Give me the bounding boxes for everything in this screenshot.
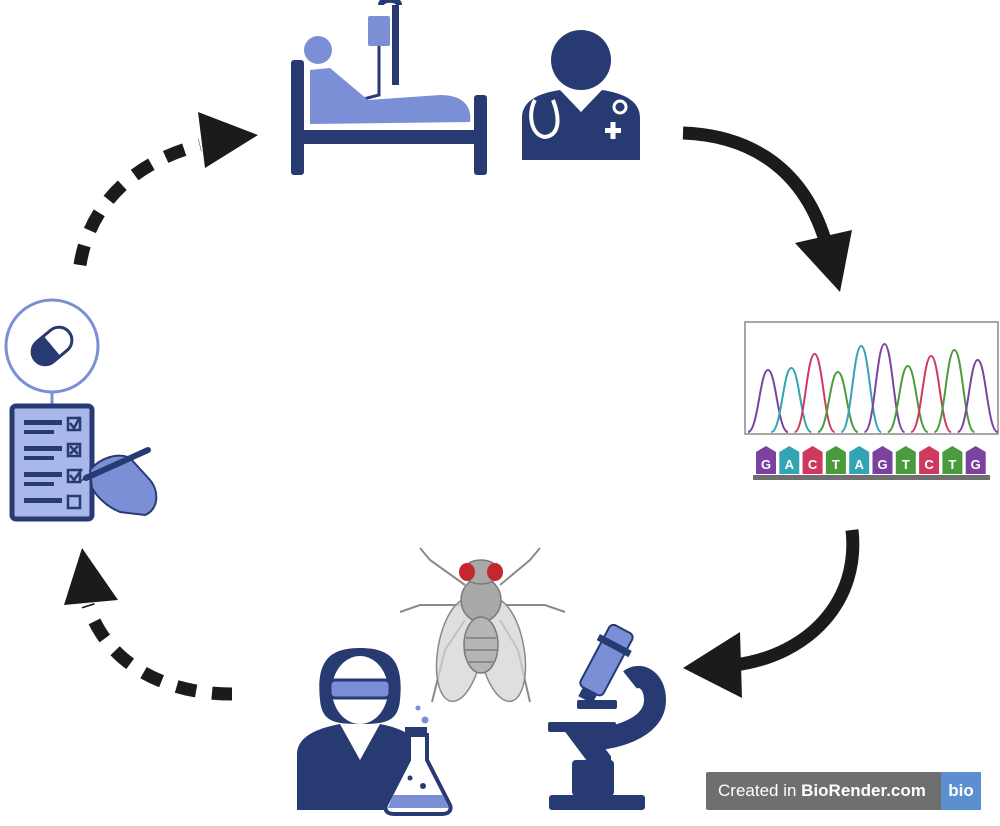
base-letter: C: [924, 457, 934, 472]
base-letter: T: [902, 457, 910, 472]
arrow-drugtrial-to-patient: [73, 112, 258, 267]
watermark-brand: BioRender.com: [801, 781, 926, 800]
fruit-fly-icon: [399, 547, 566, 703]
chromatogram-peak: [840, 344, 883, 433]
base-tag: T: [942, 446, 963, 474]
watermark-prefix: Created in: [718, 781, 802, 800]
base-letter: G: [877, 457, 887, 472]
chromatogram-peak: [887, 364, 929, 433]
arrow-sequencing-to-microscope: [683, 529, 860, 698]
chromatogram-peak: [747, 368, 789, 433]
chromatogram-peak: [933, 348, 975, 433]
base-tag: A: [849, 446, 870, 474]
base-tag: T: [895, 446, 916, 474]
arrow-doctor-to-sequencing: [682, 126, 852, 292]
base-letter: T: [948, 457, 956, 472]
chromatogram-peak: [793, 352, 836, 433]
doctor-icon: [522, 30, 640, 160]
chromatogram-peak: [770, 366, 812, 433]
base-letter: C: [808, 457, 818, 472]
arrow-scientist-to-drugtrial: [64, 548, 233, 701]
base-tag: C: [919, 446, 940, 474]
base-tag: T: [825, 446, 846, 474]
base-letter: A: [785, 457, 795, 472]
patient-in-bed-icon: [291, 0, 487, 175]
watermark-text: Created in BioRender.com: [706, 781, 926, 801]
chromatogram-peak: [957, 358, 999, 433]
base-letter: A: [855, 457, 865, 472]
base-tag: G: [872, 446, 893, 474]
base-tag: C: [802, 446, 823, 474]
base-tag: A: [779, 446, 800, 474]
biorender-watermark: Created in BioRender.com bio: [706, 772, 981, 810]
chromatogram-peak: [863, 342, 906, 433]
chromatogram-peak: [910, 354, 953, 433]
biorender-logo: bio: [941, 772, 981, 810]
base-letter: T: [832, 457, 840, 472]
scientist-with-flask-icon: [297, 648, 453, 816]
base-tag: G: [965, 446, 986, 474]
base-letter: G: [971, 457, 981, 472]
pill-checklist-icon: [4, 298, 158, 522]
base-tag: G: [756, 446, 776, 474]
microscope-icon: [548, 623, 667, 810]
chromatogram-peak: [817, 370, 859, 433]
base-letter: G: [761, 457, 771, 472]
